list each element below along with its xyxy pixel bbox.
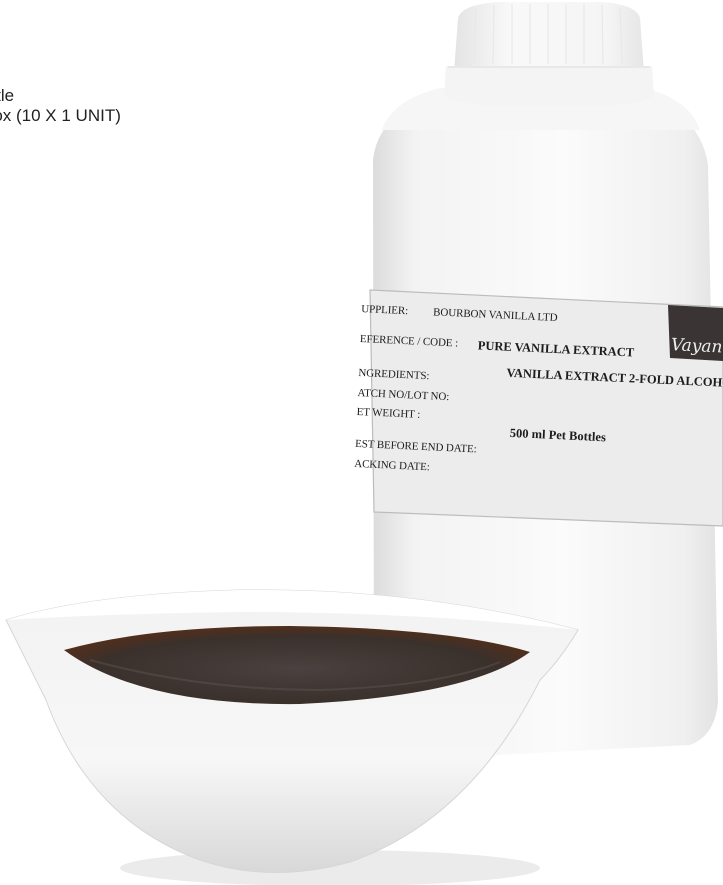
bowl bbox=[5, 589, 579, 885]
label-ingredients-key: NGREDIENTS: bbox=[358, 367, 430, 383]
caption-line-2: Box (10 X 1 UNIT) bbox=[0, 106, 121, 125]
brand-logo-text: Vayan bbox=[670, 335, 723, 358]
label-packing-key: ACKING DATE: bbox=[353, 457, 430, 474]
brand-logo-box bbox=[668, 305, 723, 361]
label-reference-key: EFERENCE / CODE : bbox=[359, 333, 459, 350]
label-reference-value: PURE VANILLA EXTRACT bbox=[477, 338, 635, 360]
bottle-cap bbox=[444, 2, 654, 106]
vanilla-extract-liquid bbox=[64, 626, 530, 705]
bottle bbox=[369, 2, 723, 760]
label-supplier-value: BOURBON VANILLA LTD bbox=[432, 306, 558, 324]
caption-line-1: ottle bbox=[0, 86, 15, 105]
bottle-label bbox=[369, 289, 723, 527]
product-caption: ottle Box (10 X 1 UNIT) bbox=[0, 86, 121, 126]
label-text: UPPLIER: BOURBON VANILLA LTD EFERENCE / … bbox=[349, 293, 723, 541]
label-batch-key: ATCH NO/LOT NO: bbox=[357, 386, 450, 404]
label-weight-key: ET WEIGHT : bbox=[356, 405, 421, 421]
label-best-before-key: EST BEFORE END DATE: bbox=[354, 437, 477, 456]
label-ingredients-value: VANILLA EXTRACT 2-FOLD ALCOHOL FREE bbox=[506, 365, 723, 392]
label-weight-value: 500 ml Pet Bottles bbox=[509, 425, 607, 445]
label-supplier-key: UPPLIER: bbox=[360, 303, 409, 318]
